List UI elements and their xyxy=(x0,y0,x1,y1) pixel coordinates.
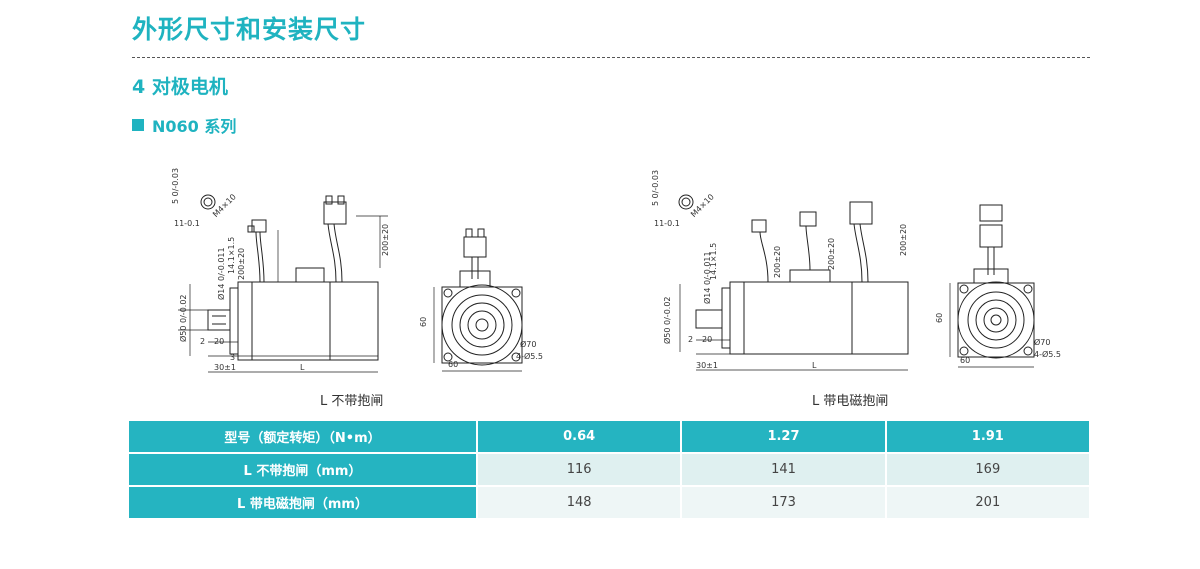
dim-d50: Ø50 0/-0.02 xyxy=(178,294,188,342)
dim-60-vertical: 60 xyxy=(935,313,944,323)
table-cell: 116 xyxy=(477,453,683,487)
table-cell: 169 xyxy=(885,453,1092,487)
drawing-left-side-view: 5 0/-0.03 M4×10 11-0.1 200±20 200±20 14.… xyxy=(171,168,390,373)
dim-60-horizontal: 60 xyxy=(960,356,970,365)
dim-d14b: Ø14 0/-0.011 xyxy=(702,251,712,304)
table-cell: 141 xyxy=(681,453,887,487)
dim-keyway: 5 0/-0.03 xyxy=(171,168,180,204)
dim-holes: 4-Ø5.5 xyxy=(516,351,543,361)
row-label: L 不带抱闸（mm） xyxy=(129,453,478,487)
table-cell: 173 xyxy=(681,486,887,520)
dim-cable-2: 200±20 xyxy=(827,238,836,270)
dim-holes: 4-Ø5.5 xyxy=(1034,349,1061,359)
dim-thread: M4×10 xyxy=(689,192,716,219)
dim-2: 2 xyxy=(200,337,205,346)
series-heading: N060 系列 xyxy=(132,113,236,137)
caption-left: L 不带抱闸 xyxy=(320,394,384,409)
dim-30: 30±1 xyxy=(214,363,236,372)
dim-d14b: Ø14 0/-0.011 xyxy=(216,247,226,300)
dim-keyway: 5 0/-0.03 xyxy=(651,170,660,206)
table-cell: 0.64 xyxy=(477,421,683,454)
page-title: 外形尺寸和安装尺寸 xyxy=(132,15,367,44)
series-label: N060 系列 xyxy=(152,117,237,136)
dim-d70: Ø70 xyxy=(520,339,536,349)
dim-cable-2: 200±20 xyxy=(237,248,246,280)
dim-60-horizontal: 60 xyxy=(448,360,458,369)
dim-20: 20 xyxy=(214,337,224,346)
table-row: L 带电磁抱闸（mm） 148 173 201 xyxy=(129,486,1092,520)
table-row: L 不带抱闸（mm） 116 141 169 xyxy=(129,453,1092,487)
dim-d14a: 14.1×1.5 xyxy=(227,237,236,274)
drawing-right-side-view: 5 0/-0.03 M4×10 11-0.1 200±20 200±20 200… xyxy=(651,170,909,371)
dim-L: L xyxy=(812,361,817,370)
row-label: L 带电磁抱闸（mm） xyxy=(129,486,478,520)
caption-right: L 带电磁抱闸 xyxy=(812,394,889,409)
spec-table: 型号（额定转矩）（N•m） 0.64 1.27 1.91 L 不带抱闸（mm） … xyxy=(129,421,1092,520)
dim-d50: Ø50 0/-0.02 xyxy=(662,296,672,344)
dim-d70: Ø70 xyxy=(1034,337,1050,347)
table-row: 型号（额定转矩）（N•m） 0.64 1.27 1.91 xyxy=(129,421,1092,454)
dim-cable-3: 200±20 xyxy=(773,246,782,278)
dim-30: 30±1 xyxy=(696,361,718,370)
table-cell: 1.27 xyxy=(681,421,887,454)
dim-60-vertical: 60 xyxy=(419,317,428,327)
dim-thread: M4×10 xyxy=(211,192,238,219)
dim-key-height: 11-0.1 xyxy=(174,219,200,228)
title-divider xyxy=(132,57,1090,58)
table-cell: 201 xyxy=(885,486,1092,520)
dim-cable-1: 200±20 xyxy=(899,224,908,256)
drawing-left-front-view: 60 60 Ø70 4-Ø5.5 xyxy=(419,228,543,372)
table-cell: 1.91 xyxy=(885,421,1092,454)
dim-20: 20 xyxy=(702,335,712,344)
dim-L: L xyxy=(300,363,305,372)
section-subtitle: 4 对极电机 xyxy=(132,76,228,98)
dim-3: 3 xyxy=(230,353,235,362)
row-label: 型号（额定转矩）（N•m） xyxy=(129,421,478,454)
dim-d14a: 14.1×1.5 xyxy=(709,243,718,280)
drawing-right-front-view: 60 60 Ø70 4-Ø5.5 xyxy=(935,204,1061,368)
table-cell: 148 xyxy=(477,486,683,520)
dim-2: 2 xyxy=(688,335,693,344)
dim-key-height: 11-0.1 xyxy=(654,219,680,228)
dim-cable-1: 200±20 xyxy=(381,224,390,256)
square-bullet-icon xyxy=(132,119,144,131)
